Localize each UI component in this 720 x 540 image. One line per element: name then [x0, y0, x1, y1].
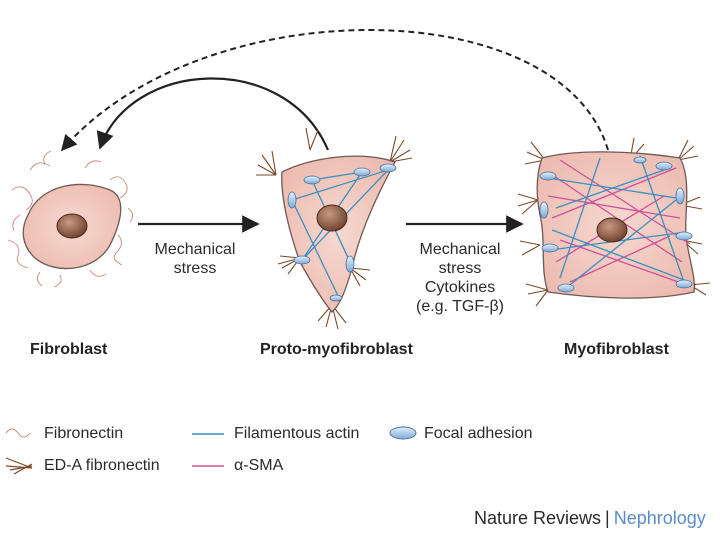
journal-credit: Nature Reviews|Nephrology — [474, 508, 706, 529]
label-line: stress — [173, 260, 217, 277]
alpha-sma-fibers — [547, 159, 691, 285]
fibroblast-cell — [7, 150, 133, 288]
legend-focal-adhesion: Focal adhesion — [424, 425, 533, 442]
proto-myofibroblast-cell — [256, 127, 413, 330]
mechanical-stress-label-2: Mechanical stress Cytokines (e.g. TGF-β) — [398, 240, 522, 316]
actin-filaments — [547, 155, 687, 289]
fibroblast-title: Fibroblast — [30, 341, 108, 358]
focal-adhesions — [539, 156, 693, 293]
reversion-arrow-dashed — [60, 29, 609, 152]
credit-separator: | — [605, 508, 610, 528]
legend-fibronectin: Fibronectin — [44, 425, 124, 442]
eda-fibronectin-tufts — [256, 127, 413, 330]
nucleus — [316, 204, 348, 232]
label-line: (e.g. TGF-β) — [415, 298, 505, 315]
proto-myofibroblast-title: Proto-myofibroblast — [260, 341, 413, 358]
label-line: stress — [438, 260, 482, 277]
legend-eda-fibronectin: ED-A fibronectin — [44, 457, 160, 474]
myofibroblast-title: Myofibroblast — [564, 341, 669, 358]
reversion-arrow-solid — [96, 77, 330, 151]
legend-symbol-fibronectin — [5, 428, 31, 438]
label-line: Mechanical — [154, 241, 236, 258]
fibronectin-fibers — [7, 150, 133, 288]
legend-symbol-focal-adhesion — [389, 426, 417, 440]
label-line: Mechanical — [419, 241, 501, 258]
legend-filamentous-actin: Filamentous actin — [234, 425, 360, 442]
label-line: Cytokines — [424, 279, 496, 296]
nucleus — [596, 217, 628, 243]
legend-symbol-eda-fibronectin — [5, 457, 33, 475]
focal-adhesions — [287, 163, 397, 302]
legend-alpha-sma: α-SMA — [234, 457, 284, 474]
publisher-name: Nature Reviews — [474, 508, 602, 528]
mechanical-stress-label-1: Mechanical stress — [140, 240, 250, 278]
nucleus — [56, 213, 88, 239]
myofibroblast-cell — [517, 137, 711, 307]
journal-name: Nephrology — [613, 508, 706, 528]
